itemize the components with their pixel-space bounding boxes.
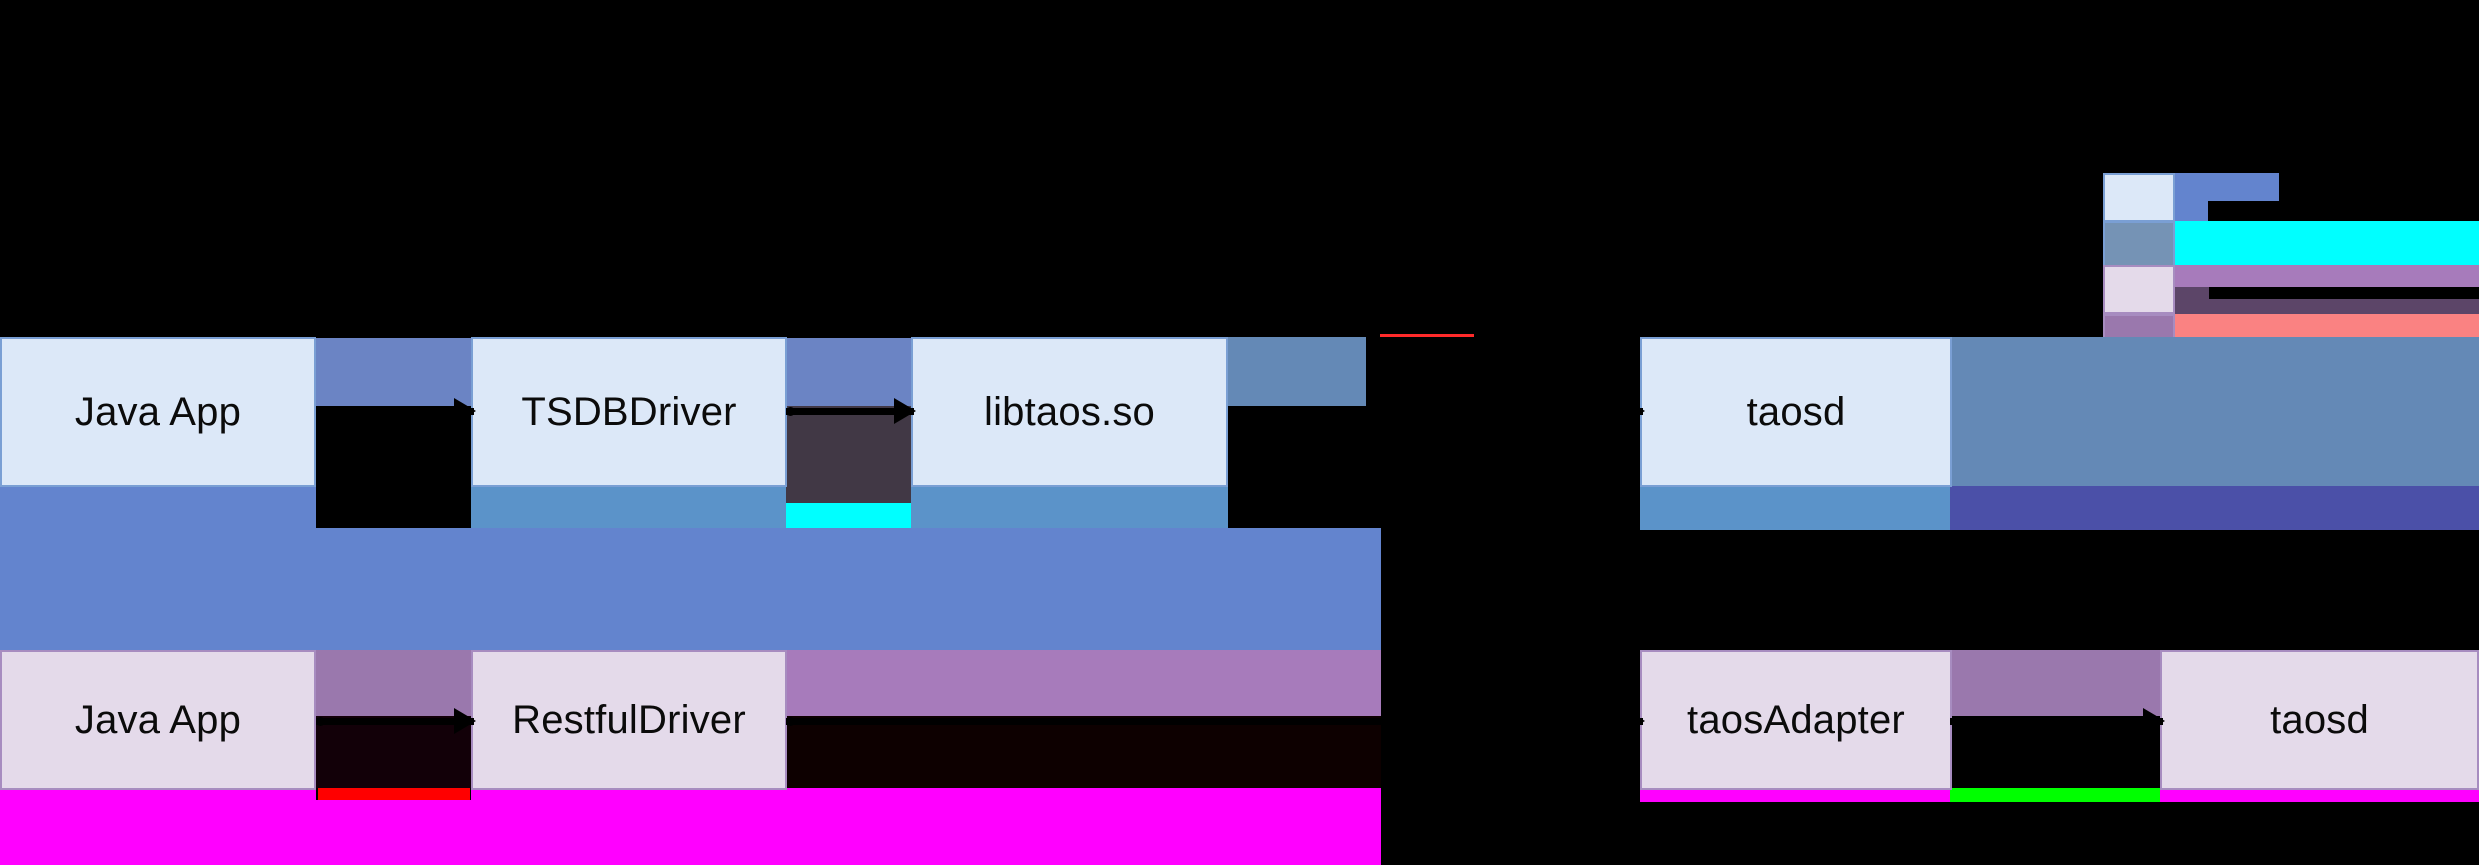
band-indigo-right (1950, 486, 2479, 530)
legend-bar-1 (2175, 173, 2279, 201)
arrow-head (454, 708, 476, 734)
arrow-shaft (1228, 408, 1643, 415)
arrow-shaft (316, 718, 474, 725)
arrow-head (894, 398, 916, 424)
legend-swatch-steel (2103, 221, 2175, 270)
artifact-slate-3 (1228, 337, 1366, 408)
arrow-head (1623, 708, 1645, 734)
arrow-shaft (786, 718, 1643, 725)
arrow-libtaos-to-taosd (1228, 398, 1645, 424)
band-steel-mid1 (471, 486, 786, 530)
arrow-shaft (786, 408, 914, 415)
band-magenta-adapter (1640, 788, 1950, 802)
node-label: TSDBDriver (521, 389, 737, 434)
node-label: Java App (74, 389, 242, 434)
node-label: taosAdapter (1687, 697, 1905, 742)
node-label: RestfulDriver (512, 697, 746, 742)
node-label: taosd (1746, 389, 1846, 434)
node-tsdbdriver[interactable]: TSDBDriver (471, 337, 787, 487)
node-libtaos-so[interactable]: libtaos.so (911, 337, 1228, 487)
legend-bar-3b (2175, 287, 2209, 314)
arrow-shaft (1950, 718, 2163, 725)
arrow-head (2143, 708, 2165, 734)
legend-swatch-blue (2103, 173, 2175, 222)
artifact-orchid-3 (1950, 650, 2160, 718)
legend-item-2[interactable] (2103, 221, 2193, 270)
legend-bar-3c (2209, 299, 2479, 314)
legend-item-1[interactable] (2103, 173, 2193, 222)
artifact-slate-1 (316, 338, 471, 408)
artifact-black-1 (316, 406, 471, 516)
artifact-orchid-1 (316, 650, 471, 718)
node-taosd-rest[interactable]: taosd (2160, 650, 2479, 790)
band-steel-taosd (1640, 486, 1950, 530)
arrow-tsdbdriver-to-libtaos (786, 398, 916, 424)
artifact-dark-rest-3 (1950, 716, 2160, 788)
artifact-slate-2 (786, 338, 911, 406)
node-label: Java App (74, 697, 242, 742)
band-magenta-mid (471, 788, 1381, 802)
legend-bar-3 (2175, 265, 2479, 287)
node-taosadapter[interactable]: taosAdapter (1640, 650, 1952, 790)
node-label: libtaos.so (984, 389, 1155, 434)
arrow-taosadapter-to-taosdrest (1950, 708, 2165, 734)
node-label: taosd (2270, 697, 2369, 742)
legend-swatch-lavender (2103, 265, 2175, 314)
artifact-black-2 (1228, 406, 1380, 530)
band-magenta-left (0, 788, 316, 802)
band-steel-mid2 (911, 486, 1228, 530)
arrow-shaft (316, 408, 474, 415)
node-taosd-native[interactable]: taosd (1640, 337, 1952, 487)
arrow-javaapp-to-tsdbdriver (316, 398, 476, 424)
arrow-restfuldriver-to-taosadapter (786, 708, 1645, 734)
artifact-darkslate (786, 406, 911, 504)
legend (2103, 173, 2479, 363)
band-steel-left (0, 486, 316, 530)
artifact-orchid-2 (786, 650, 1381, 718)
artifact-green-strip (1950, 788, 2160, 802)
artifact-red-rule (1380, 334, 1474, 337)
arrow-head (1623, 398, 1645, 424)
artifact-dark-rest-2 (786, 716, 1381, 788)
legend-bar-2 (2175, 221, 2479, 265)
band-magenta-taosd (2160, 788, 2479, 802)
node-java-app-native[interactable]: Java App (0, 337, 316, 487)
node-java-app-rest[interactable]: Java App (0, 650, 316, 790)
node-restfuldriver[interactable]: RestfulDriver (471, 650, 787, 790)
artifact-dark-rest-1 (316, 716, 471, 788)
band-magenta-slab (0, 800, 1381, 865)
artifact-cyan-strip (786, 503, 911, 529)
artifact-red-strip (318, 788, 470, 800)
arrow-javaapprest-to-restfuldriver (316, 708, 476, 734)
arrow-head (454, 398, 476, 424)
band-blue-slab (0, 528, 1381, 650)
legend-item-3[interactable] (2103, 265, 2193, 314)
band-slate-slab-right (1950, 337, 2479, 486)
